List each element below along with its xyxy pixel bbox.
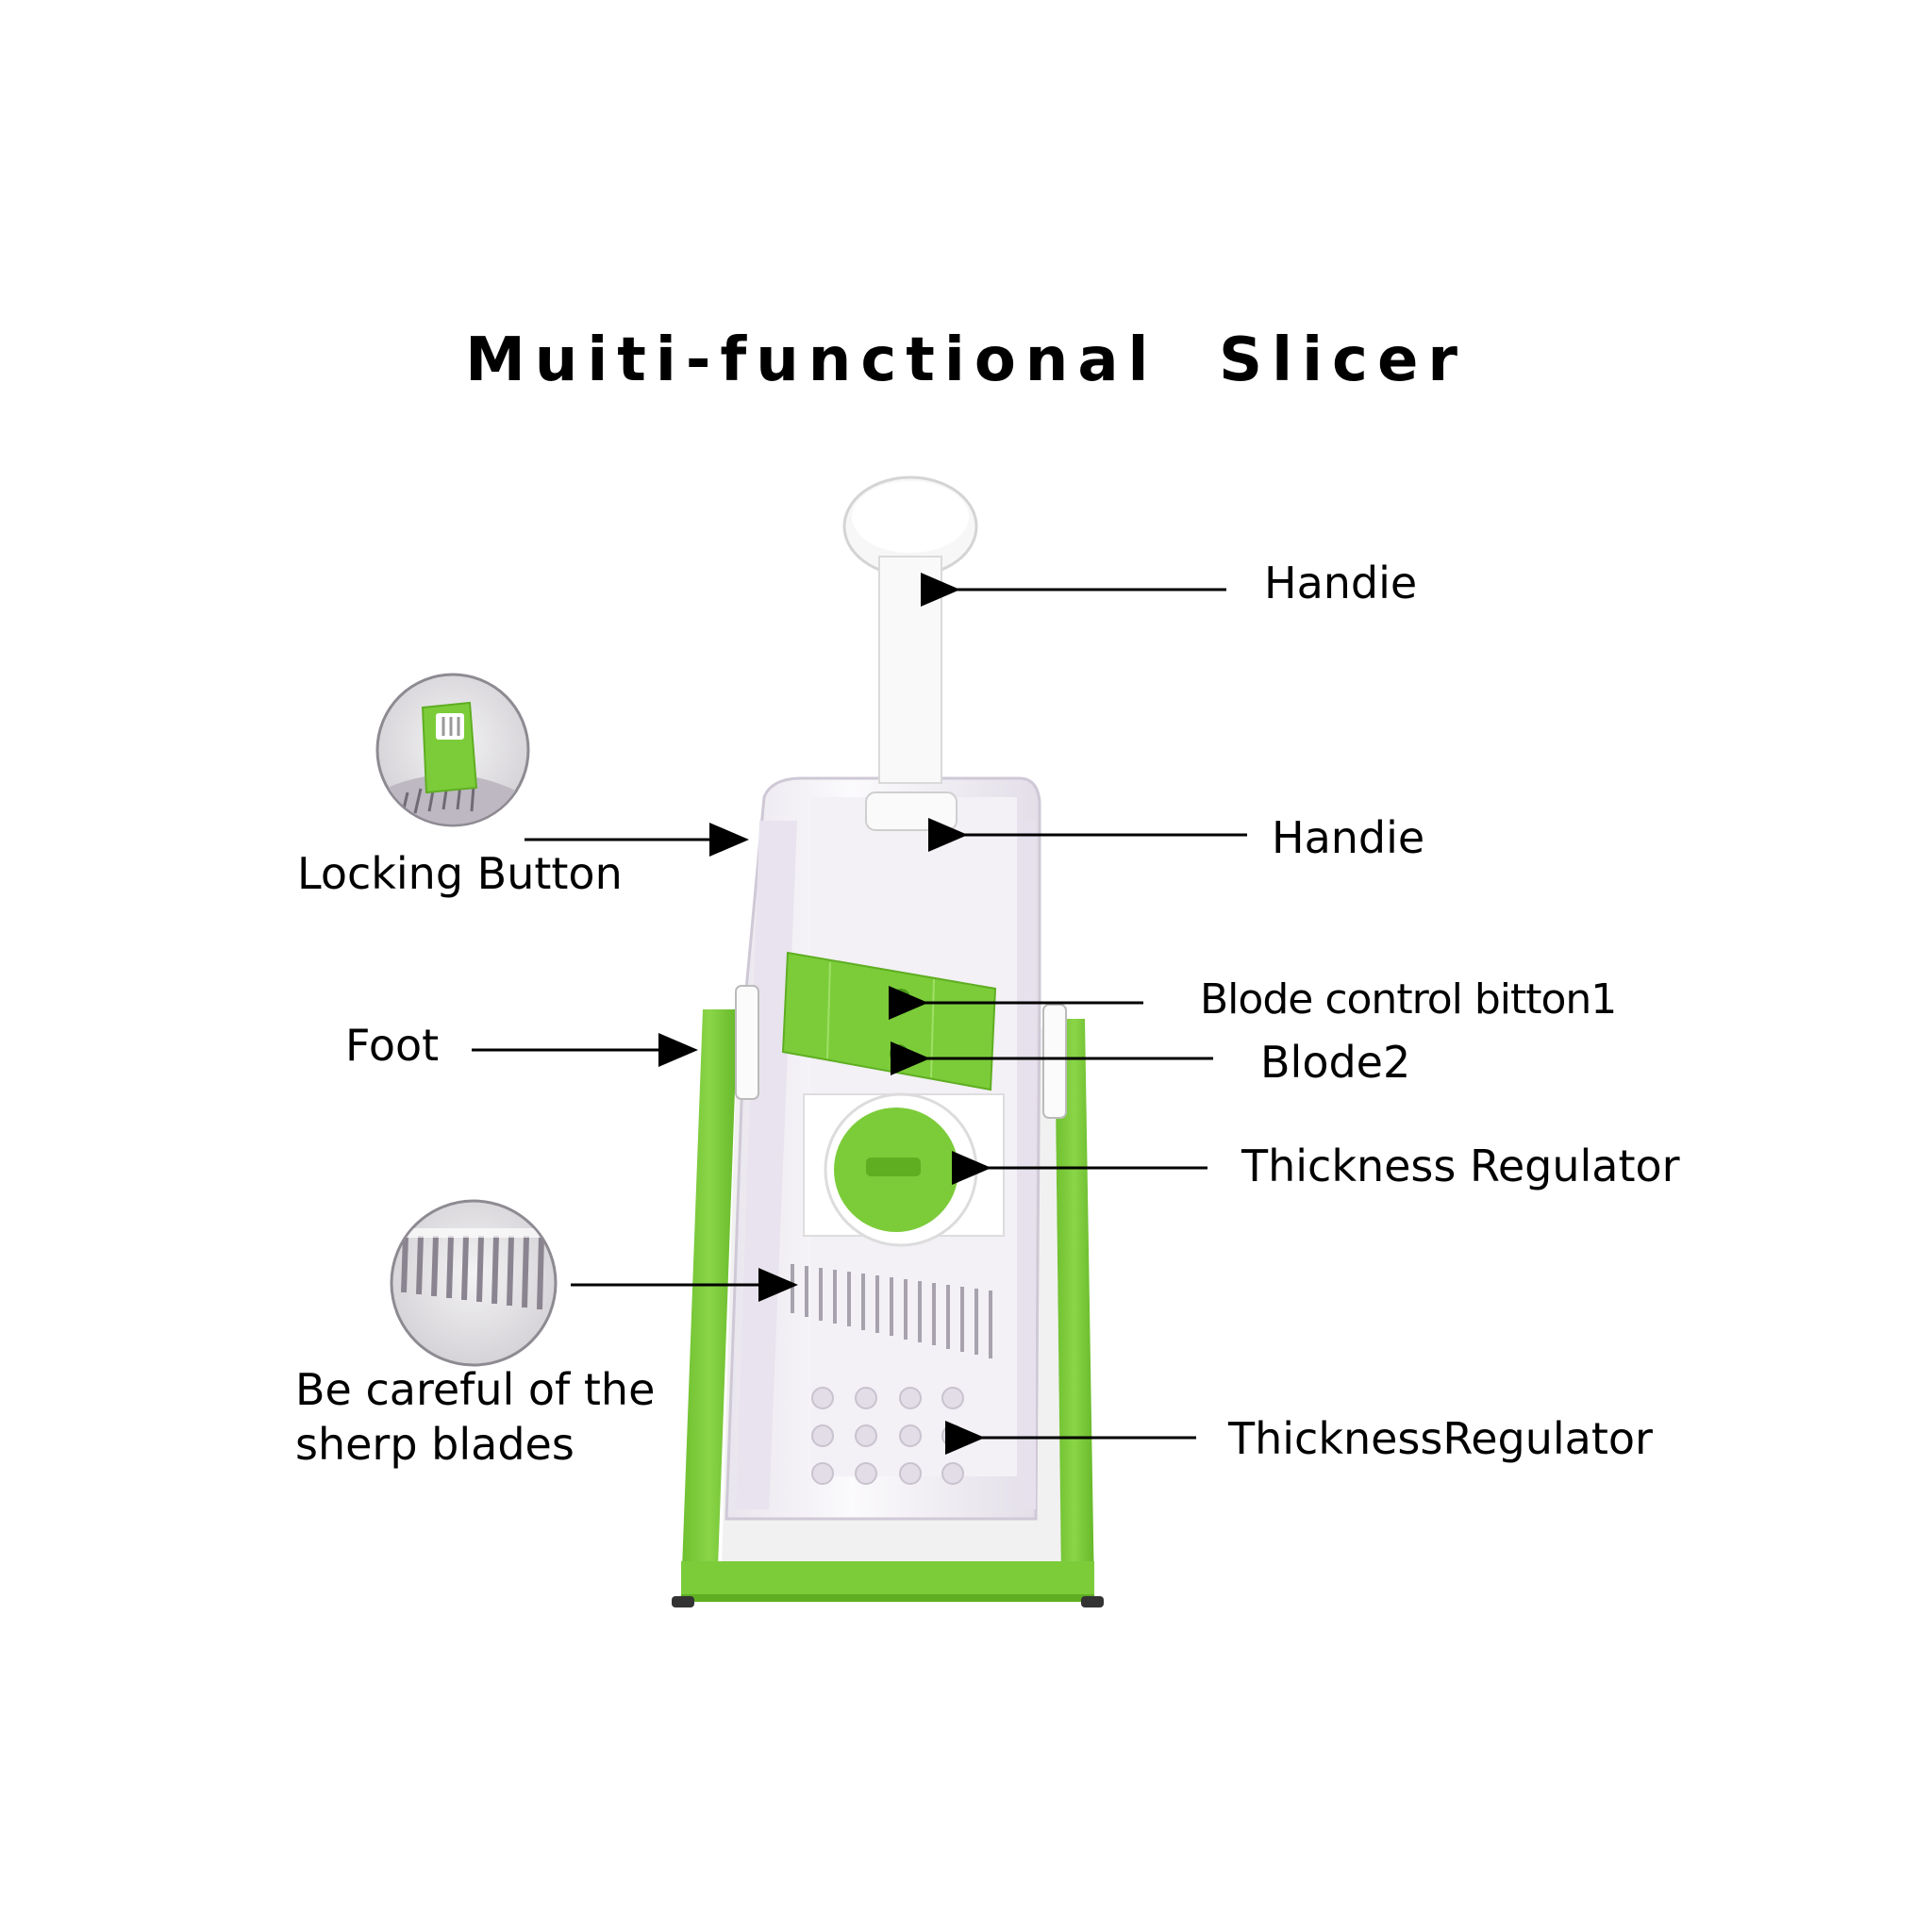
sharp-blades-zoom-icon bbox=[390, 1199, 558, 1367]
locking-button-zoom-icon bbox=[375, 673, 530, 827]
label-thickness-regulator-2: ThicknessRegulator bbox=[1228, 1413, 1653, 1464]
label-warning-line1: Be careful of the bbox=[295, 1364, 656, 1415]
comb-blades bbox=[791, 1264, 992, 1358]
label-blade-control-1: Blode control bitton1 bbox=[1200, 975, 1617, 1024]
label-handle-top: Handie bbox=[1264, 558, 1418, 608]
label-foot: Foot bbox=[345, 1020, 440, 1071]
page-title: Muiti-functional Slicer bbox=[465, 325, 1467, 395]
label-thickness-regulator: Thickness Regulator bbox=[1241, 1141, 1680, 1191]
label-locking-button: Locking Button bbox=[297, 848, 623, 899]
label-warning-line2: sherp blades bbox=[295, 1419, 575, 1470]
arrow-left-icon bbox=[472, 573, 1247, 1455]
thickness-dial bbox=[803, 1092, 1005, 1247]
label-blade-2: Blode2 bbox=[1260, 1037, 1411, 1088]
plunger-handle bbox=[842, 475, 978, 831]
label-handle-inner: Handie bbox=[1272, 812, 1425, 863]
